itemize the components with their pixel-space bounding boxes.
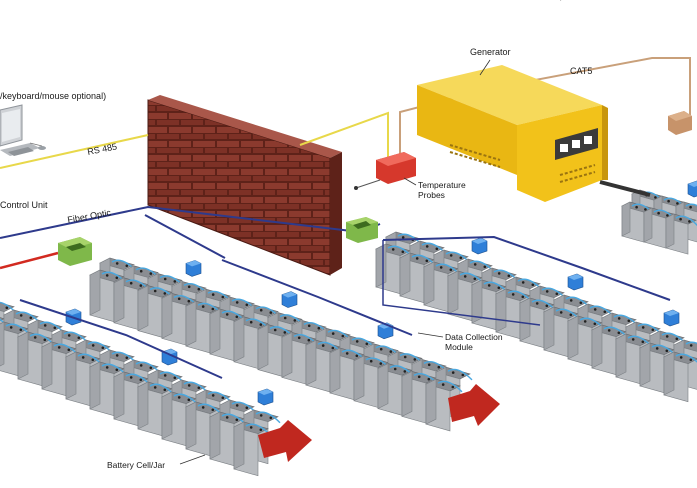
label-monitor-note: /keyboard/mouse optional) [0,91,106,101]
battery-cell [0,321,31,377]
data-collection-module [687,180,697,198]
battery-cell [233,421,271,477]
battery-cell [89,361,127,417]
battery-cell [113,371,151,427]
battery-cell [257,324,295,377]
battery-cell [423,261,461,313]
data-collection-module [281,291,298,308]
green-module-left [58,237,92,266]
battery-cell [665,213,697,255]
brick-wall [147,95,342,276]
rs485-cable [0,111,389,169]
battery-cell [615,333,653,385]
battery-cell [353,355,391,408]
battery-cell [209,411,247,467]
label-module: Module [445,342,473,352]
label-temperature: Temperature [418,180,466,190]
label-generator: Generator [470,47,511,57]
temperature-probe-box [354,152,416,190]
battery-cell [663,351,697,403]
green-module-right [346,217,378,243]
flow-arrow-center [448,384,500,426]
battery-cell [113,277,151,330]
battery-cell [329,347,367,401]
label-control-unit: Control Unit [0,200,48,210]
battery-cell [41,341,79,397]
battery-cell [161,391,199,447]
label-probes: Probes [418,190,445,200]
battery-cell [447,270,485,322]
battery-cell [185,401,223,457]
data-collection-module [663,309,680,327]
labels: /keyboard/mouse optional) RS 485 Control… [0,47,592,470]
battery-cell [495,288,533,340]
red-cable [0,251,59,270]
data-collection-module [185,260,202,277]
battery-cell [137,381,175,437]
battery-cell [65,351,103,407]
battery-cell [89,269,127,323]
battery-cell [621,201,655,243]
battery-cell [17,331,55,387]
data-collection-module [471,237,488,255]
generator-panel [555,128,598,160]
battery-cell [281,331,319,385]
flow-arrow-front [258,420,312,462]
battery-cell [233,316,271,369]
battery-cell [519,297,557,349]
label-cat5: CAT5 [570,66,592,76]
generator [417,0,651,202]
label-rs485: RS 485 [86,141,117,157]
battery-cell [591,324,629,376]
battery-string-right [375,231,697,403]
battery-string-far-right [621,180,697,255]
battery-cell [401,370,439,424]
fiber-optic-cable [0,205,671,379]
battery-cell [137,285,175,338]
battery-cell [425,378,463,432]
data-collection-module [377,322,394,340]
battery-cell [185,300,223,354]
generator-vents [449,144,596,183]
battery-cell [377,363,415,416]
cat5-junction-box [668,111,692,135]
computer-workstation [0,104,46,156]
battery-cell [209,308,247,362]
battery-string-front [0,301,281,477]
data-collection-module [567,273,584,291]
label-battery-cell: Battery Cell/Jar [107,460,165,470]
label-fiber-optic: Fiber Optic [67,207,113,225]
battery-cell [643,207,677,249]
battery-string-center [89,257,473,432]
data-collection-module [257,388,274,406]
battery-cell [639,342,677,394]
battery-cell [305,339,343,393]
label-data-collection: Data Collection [445,332,503,342]
battery-cell [161,292,199,346]
